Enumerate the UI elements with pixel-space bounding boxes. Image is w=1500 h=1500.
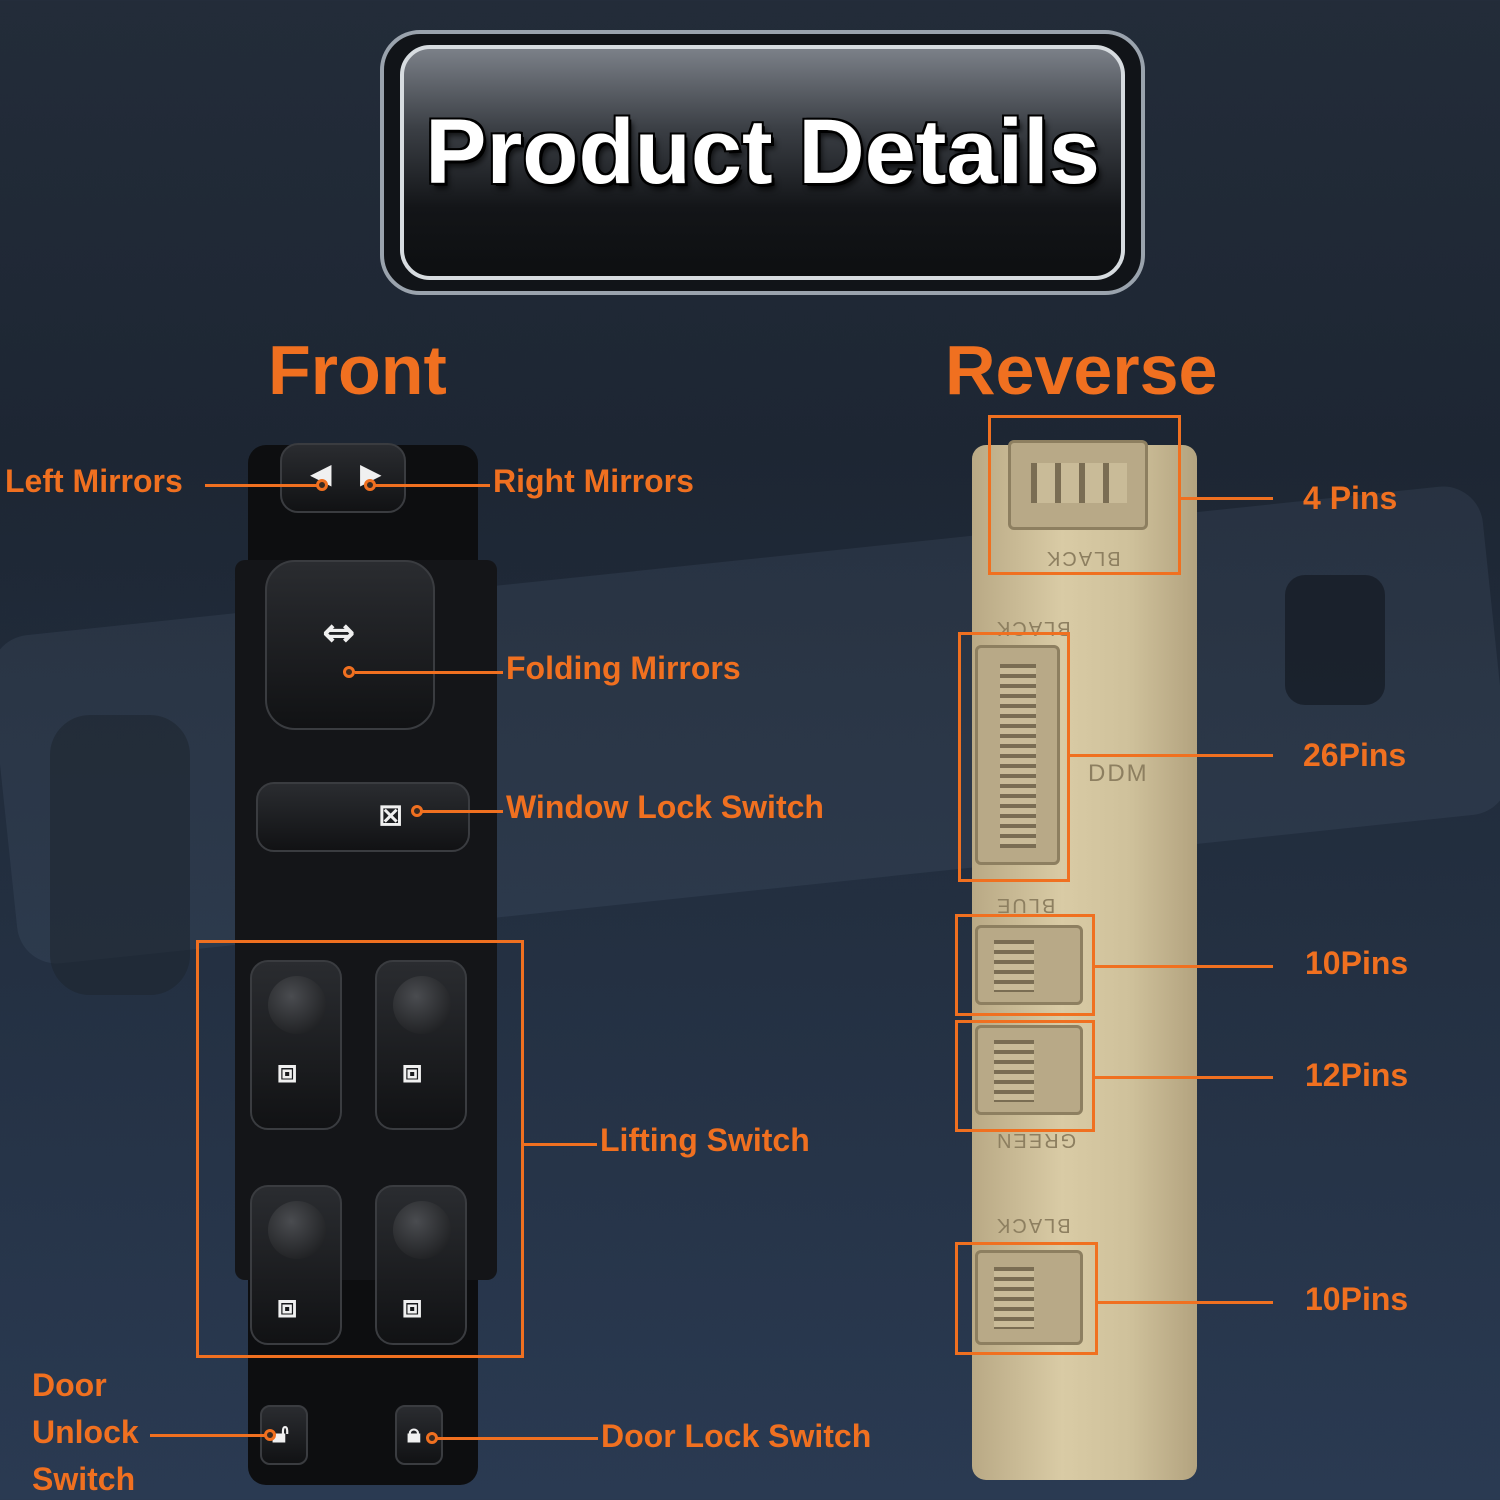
leader-10-pins-upper [1095,965,1273,968]
mirror-selector-button[interactable]: ◀ ▶ [280,443,406,513]
connector-10-pin-blue [975,925,1083,1005]
page-title: Product Details [425,101,1100,203]
label-door-unlock-3: Switch [32,1461,136,1497]
mirror-joystick[interactable]: ⇔ [265,560,435,730]
switch-knob [393,1201,451,1259]
stamp-black-low: BLACK [995,1214,1071,1236]
reverse-heading: Reverse [945,331,1218,409]
marker-right-mirrors [364,479,376,491]
switch-knob [268,976,326,1034]
window-icon: ⧈ [402,1052,423,1090]
title-plate [400,45,1125,280]
highlight-26-pins [958,632,1070,882]
connector-12-pin-green [975,1025,1083,1115]
leader-26-pins [1070,754,1273,757]
lifting-switch-front-right[interactable]: ⧈ [375,960,467,1130]
highlight-12-pins [955,1020,1095,1132]
leader-right-mirrors [375,484,490,487]
folding-mirror-icon: ⇔ [322,610,356,656]
highlight-4-pins [988,415,1181,575]
front-heading: Front [268,331,447,409]
lifting-switch-front-left[interactable]: ⧈ [250,960,342,1130]
marker-window-lock-switch [411,805,423,817]
window-icon: ⧈ [277,1287,298,1325]
lifting-switch-highlight [196,940,524,1358]
connector-10-pin-black [975,1250,1083,1345]
label-window-lock-switch: Window Lock Switch [506,789,824,825]
label-12-pins: 12Pins [1305,1057,1409,1093]
window-icon: ⧈ [277,1052,298,1090]
background-door-panel [0,482,1500,968]
marker-door-lock [426,1432,438,1444]
label-4-pins: 4 Pins [1303,480,1398,516]
highlight-10-pins-upper [955,914,1095,1016]
label-right-mirrors: Right Mirrors [493,463,694,499]
label-door-unlock-1: Door [32,1367,107,1403]
window-lock-button[interactable]: ⊠ [256,782,470,852]
background-switch-shape [1285,575,1385,705]
window-icon: ⧈ [402,1287,423,1325]
marker-door-unlock [264,1429,276,1441]
leader-door-unlock [150,1434,265,1437]
label-folding-mirrors: Folding Mirrors [506,650,741,686]
highlight-10-pins-lower [955,1242,1098,1355]
label-door-lock-switch: Door Lock Switch [601,1418,872,1454]
connector-pins [1000,664,1036,848]
leader-window-lock-switch [422,810,503,813]
label-lifting-switch: Lifting Switch [600,1122,810,1158]
leader-lifting-switch [524,1143,597,1146]
leader-folding-mirrors [355,671,503,674]
connector-26-pin [975,645,1060,865]
background-switch-shape [50,715,190,995]
connector-pins [994,940,1034,992]
door-lock-button[interactable]: 🔒︎ [395,1405,443,1465]
leader-4-pins [1181,497,1273,500]
connector-pins [994,1040,1034,1102]
stamp-ddm: DDM [1088,760,1149,787]
stamp-blue: BLUE [995,894,1056,916]
lifting-switch-rear-right[interactable]: ⧈ [375,1185,467,1345]
marker-left-mirrors [316,479,328,491]
leader-10-pins-lower [1098,1301,1273,1304]
window-lock-icon: ⊠ [378,798,404,833]
label-26-pins: 26Pins [1303,737,1407,773]
label-10-pins-lower: 10Pins [1305,1281,1409,1317]
connector-pins [1031,463,1127,503]
leader-12-pins [1095,1076,1273,1079]
connector-4-pin [1008,440,1148,530]
connector-pins [994,1267,1034,1329]
lifting-switch-rear-left[interactable]: ⧈ [250,1185,342,1345]
unlock-icon: 🔓︎ [272,1419,289,1449]
label-left-mirrors: Left Mirrors [5,463,183,499]
label-10-pins-upper: 10Pins [1305,945,1409,981]
leader-left-mirrors [205,484,317,487]
leader-door-lock [437,1437,598,1440]
lock-icon: 🔒︎ [407,1419,421,1449]
label-door-unlock-2: Unlock [32,1414,139,1450]
marker-folding-mirrors [343,666,355,678]
switch-knob [393,976,451,1034]
switch-knob [268,1201,326,1259]
